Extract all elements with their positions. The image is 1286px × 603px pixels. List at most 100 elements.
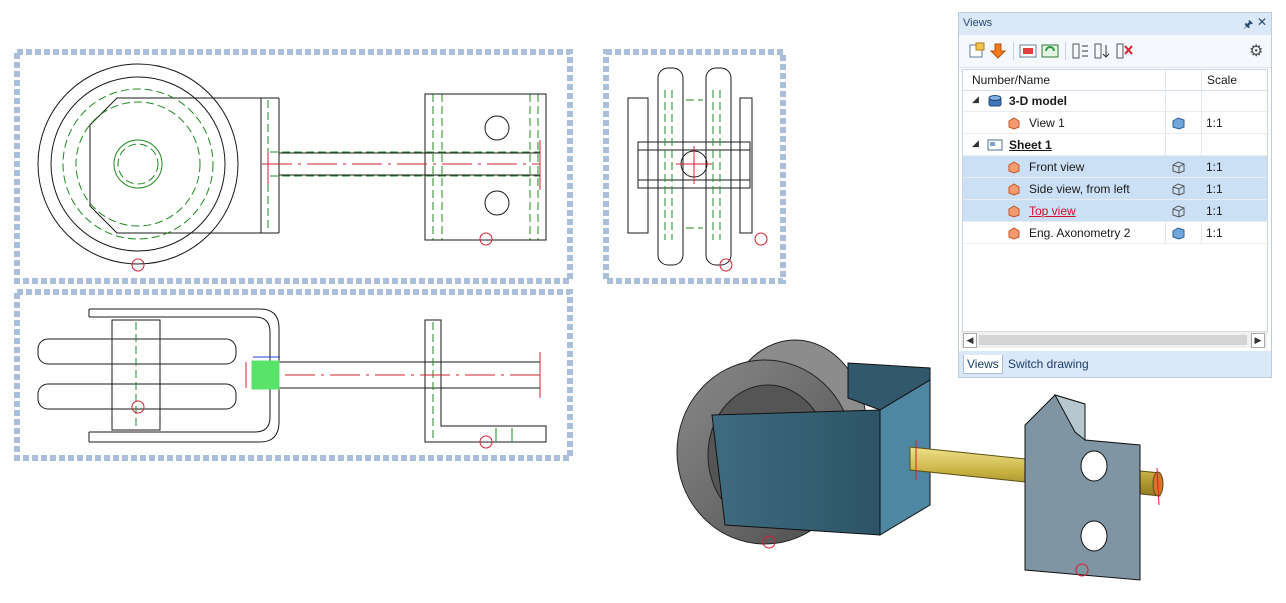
view-frame (603, 49, 786, 284)
plate-top (424, 319, 547, 443)
scale-value: 1:1 (1206, 204, 1223, 218)
view-icon (1007, 116, 1021, 130)
view-anchor-icon[interactable] (479, 232, 493, 246)
wheel-flange (657, 67, 684, 266)
fork-top-inner (89, 316, 271, 433)
tree-label: Eng. Axonometry 2 (1029, 226, 1131, 240)
tree-row-eng-axonometry[interactable]: Eng. Axonometry 2 1:1 (963, 222, 1267, 244)
panel-tabs: Views Switch drawing (959, 351, 1271, 377)
tree-label: 3-D model (1009, 94, 1068, 108)
selection-highlight (251, 360, 280, 390)
scale-value: 1:1 (1206, 160, 1223, 174)
tree-label: Side view, from left (1029, 182, 1130, 196)
scale-value: 1:1 (1206, 182, 1223, 196)
view-icon (1007, 182, 1021, 196)
tree-label: View 1 (1029, 116, 1065, 130)
wheel-outer (37, 63, 239, 265)
bracket-side (879, 379, 931, 536)
close-icon[interactable]: ✕ (1257, 15, 1268, 29)
hub-top (111, 319, 161, 431)
solid-cube-icon (1171, 116, 1186, 130)
fork-outline (89, 97, 279, 234)
views-panel: Views 🖈 ✕ ⚙ Number/Name Sca (958, 12, 1272, 378)
side-view[interactable] (603, 49, 786, 284)
view-icon (1007, 160, 1021, 174)
views-toolbar: ⚙ (959, 35, 1271, 68)
front-view[interactable] (14, 49, 573, 284)
plate-hole (484, 190, 510, 216)
column-header-name[interactable]: Number/Name (972, 73, 1051, 87)
pin-icon[interactable]: 🖈 (1243, 19, 1254, 31)
wire-cube-icon (1171, 204, 1186, 218)
wire-cube-icon (1171, 160, 1186, 174)
tab-views[interactable]: Views (963, 355, 1003, 374)
scale-value: 1:1 (1206, 226, 1223, 240)
plate-hole (484, 115, 510, 141)
view-anchor-icon[interactable] (131, 258, 145, 272)
wheel-flange (705, 67, 732, 266)
wire-cube-icon (1171, 182, 1186, 196)
plate (424, 93, 547, 241)
model-3d-icon (987, 94, 1002, 108)
center-lines (262, 140, 541, 190)
bracket-front (711, 409, 881, 536)
plate-3d-lip (1053, 394, 1086, 442)
tree-row-top-view[interactable]: Top view 1:1 (963, 200, 1267, 222)
view-anchor-icon[interactable] (131, 400, 145, 414)
tree-row-side-view[interactable]: Side view, from left 1:1 (963, 178, 1267, 200)
tree-row-sheet-1[interactable]: ◢ Sheet 1 (963, 134, 1267, 156)
fork-side (627, 97, 649, 234)
tab-switch-drawing[interactable]: Switch drawing (1008, 357, 1089, 371)
view-icon (1007, 226, 1021, 240)
horizontal-scrollbar[interactable]: ◀ ▶ (961, 331, 1267, 348)
new-view-icon[interactable] (967, 42, 985, 60)
view-image-icon[interactable] (1019, 42, 1037, 60)
axonometry-view[interactable] (676, 339, 1164, 581)
solid-cube-icon (1171, 226, 1186, 240)
view-anchor-icon[interactable] (1075, 563, 1089, 577)
expand-arrow-icon[interactable]: ◢ (972, 138, 979, 148)
view-anchor-icon[interactable] (479, 435, 493, 449)
views-tree-table: Number/Name Scale ◢ 3-D model View 1 1:1 (962, 69, 1268, 333)
tree-row-front-view[interactable]: Front view 1:1 (963, 156, 1267, 178)
scroll-right-icon[interactable]: ▶ (1251, 333, 1265, 348)
tree-label: Front view (1029, 160, 1085, 174)
wheel-top (37, 338, 237, 365)
view-anchor-icon[interactable] (719, 258, 733, 272)
column-header-scale[interactable]: Scale (1207, 73, 1238, 87)
hidden-lines (135, 322, 513, 442)
fork-side (739, 97, 753, 234)
fork-top (89, 308, 280, 443)
plate-hole (1080, 450, 1108, 482)
list-options-icon[interactable] (1071, 42, 1089, 60)
hub (637, 141, 751, 189)
view-icon (1007, 204, 1021, 218)
center-lines (245, 352, 541, 398)
table-header: Number/Name Scale (963, 70, 1267, 91)
view-frame (14, 49, 573, 284)
scroll-left-icon[interactable]: ◀ (963, 333, 977, 348)
gear-icon[interactable]: ⚙ (1249, 43, 1264, 60)
view-frame (14, 289, 573, 461)
plate-hole (1080, 520, 1108, 552)
expand-arrow-icon[interactable]: ◢ (972, 94, 979, 104)
tree-label-active: Top view (1029, 204, 1076, 218)
view-anchor-icon[interactable] (754, 232, 768, 246)
down-arrow-icon[interactable] (989, 42, 1007, 60)
hidden-lines (664, 90, 721, 240)
view-anchor-icon[interactable] (762, 535, 776, 549)
delete-icon[interactable] (1115, 42, 1133, 60)
scale-value: 1:1 (1206, 116, 1223, 130)
tree-label: Sheet 1 (1009, 138, 1052, 152)
hidden-lines (62, 88, 540, 240)
scroll-thumb[interactable] (979, 335, 1247, 345)
top-view[interactable] (14, 289, 573, 461)
center-line (1156, 467, 1160, 506)
wheel-top (37, 383, 237, 410)
wheel-groove (50, 76, 226, 252)
tree-row-view-1[interactable]: View 1 1:1 (963, 112, 1267, 134)
tree-row-3d-model[interactable]: ◢ 3-D model (963, 90, 1267, 112)
sort-icon[interactable] (1093, 42, 1111, 60)
refresh-icon[interactable] (1041, 42, 1059, 60)
